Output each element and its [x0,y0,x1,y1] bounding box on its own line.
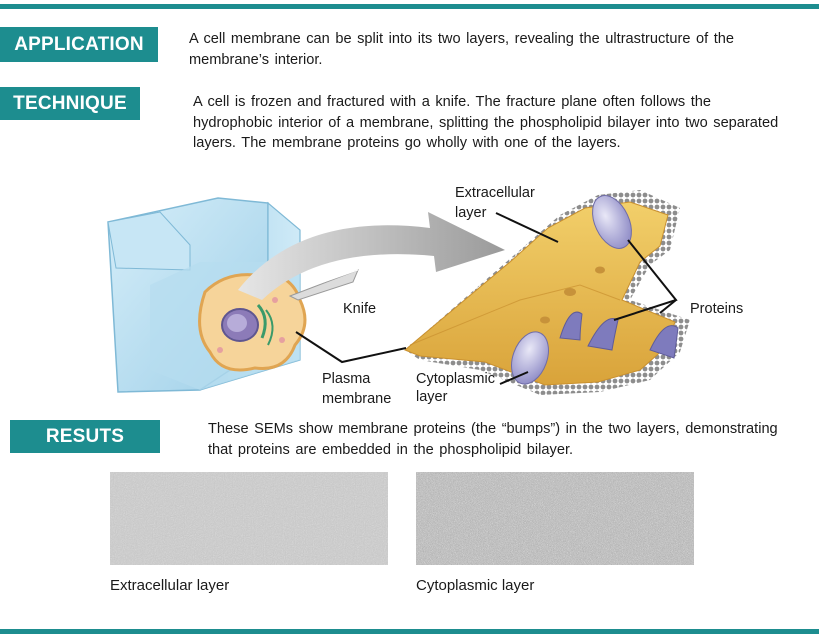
technique-label: TECHNIQUE [0,87,140,120]
cytoplasmic-layer-label-2: layer [416,389,448,405]
top-rule [0,4,819,9]
bottom-rule [0,629,819,634]
results-label: RESUTS [10,420,160,453]
plasma-membrane-label: Plasma [322,371,371,387]
cytoplasmic-caption: Cytoplasmic layer [416,577,535,594]
application-label: APPLICATION [0,27,158,62]
application-text: A cell membrane can be split into its tw… [189,31,735,68]
proteins-label: Proteins [690,301,743,317]
curved-arrow [238,212,505,300]
results-text: These SEMs show membrane proteins (the “… [208,421,778,458]
sem-cytoplasmic-image [416,472,694,565]
plasma-membrane-label-2: membrane [322,391,391,407]
extracellular-layer-label-2: layer [455,205,487,221]
technique-text: A cell is frozen and fractured with a kn… [193,94,779,151]
knife-label: Knife [343,301,376,317]
membrane-proteins [511,195,679,385]
fractured-membrane [404,190,690,395]
cytoplasmic-layer-label: Cytoplasmic [416,371,495,387]
cell [198,272,307,372]
extracellular-caption: Extracellular layer [110,577,230,594]
sem-extracellular-image [110,472,388,565]
extracellular-layer-label: Extracellular [455,185,535,201]
leader-lines [295,212,678,385]
knife-icon [288,269,359,301]
